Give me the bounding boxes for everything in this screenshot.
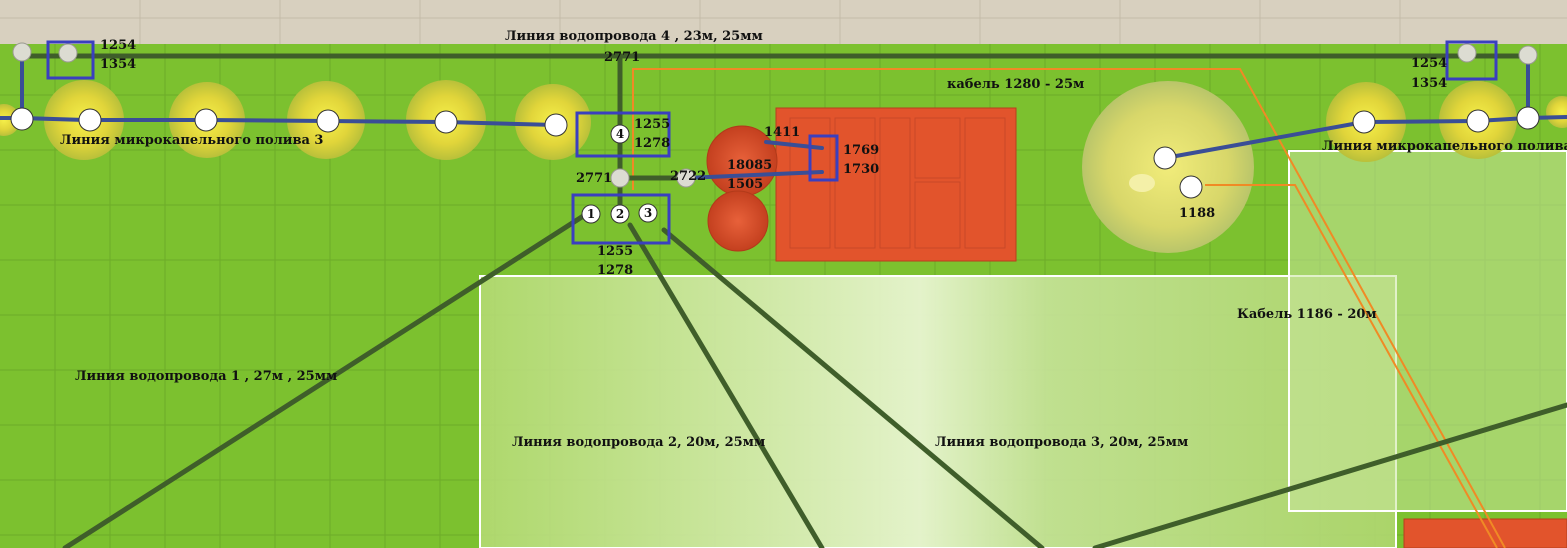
emitter xyxy=(10,107,34,131)
emitter xyxy=(1352,110,1376,134)
code-junction-mid: 2771 xyxy=(576,171,612,186)
valve-boxes xyxy=(46,40,1498,245)
paving-grid xyxy=(0,0,1567,44)
emitter xyxy=(194,108,218,132)
numbered-valves: 4 1 2 3 xyxy=(581,124,658,224)
code-right-node: 1188 xyxy=(1179,206,1215,221)
label-water-line-4: Линия водопровода 4 , 23м, 25мм xyxy=(505,29,763,44)
emitter xyxy=(316,109,340,133)
code-manifold-top: 1255 xyxy=(597,244,633,259)
emitter xyxy=(78,108,102,132)
code-bed-valve-top: 1769 xyxy=(843,143,879,158)
label-water-line-2: Линия водопровода 2, 20м, 25мм xyxy=(512,435,765,450)
label-water-line-3: Линия водопровода 3, 20м, 25мм xyxy=(935,435,1188,450)
code-stump-top: 1411 xyxy=(764,125,800,140)
code-stump-b: 1505 xyxy=(727,177,763,192)
valve-number-2: 2 xyxy=(616,207,624,221)
emitter xyxy=(1179,175,1203,199)
code-manifold-bottom: 1278 xyxy=(597,263,633,278)
emitter xyxy=(1466,109,1490,133)
code-right-valve-top: 1254 xyxy=(1411,56,1447,71)
label-drip-line-4: Линия микрокапельного полива 4 xyxy=(1322,139,1567,154)
brick-bed-corner xyxy=(1403,518,1567,548)
code-left-valve-bottom: 1354 xyxy=(100,57,136,72)
valve-number-1: 1 xyxy=(587,207,595,221)
junction-node xyxy=(1518,45,1538,65)
brick-bed xyxy=(775,107,1017,262)
code-right-valve-bottom: 1354 xyxy=(1411,76,1447,91)
code-stump-a: 18085 xyxy=(727,158,772,173)
label-water-line-1: Линия водопровода 1 , 27м , 25мм xyxy=(75,369,337,384)
junction-node xyxy=(610,168,630,188)
emitter xyxy=(1153,146,1177,170)
label-cable-1280: кабель 1280 - 25м xyxy=(947,77,1084,92)
pipe-junctions xyxy=(12,42,1538,188)
code-valve4-top: 1255 xyxy=(634,117,670,132)
emitter xyxy=(544,113,568,137)
valve-number-3: 3 xyxy=(644,206,652,220)
junction-node xyxy=(58,43,78,63)
junction-node xyxy=(676,168,696,188)
code-left-valve-top: 1254 xyxy=(100,38,136,53)
light-lawn-zone-right xyxy=(1288,150,1567,512)
shrub-highlight xyxy=(1129,174,1155,192)
label-cable-1186: Кабель 1186 - 20м xyxy=(1237,307,1377,322)
paving-strip xyxy=(0,0,1567,44)
code-bed-valve-bottom: 1730 xyxy=(843,162,879,177)
emitter xyxy=(434,110,458,134)
code-junction-right: 2722 xyxy=(670,169,706,184)
junction-node xyxy=(12,42,32,62)
drip-emitters xyxy=(10,106,1540,199)
shrub xyxy=(1546,96,1567,128)
cable-lines xyxy=(632,68,1506,548)
tree-stump xyxy=(707,190,769,252)
code-junction-top: 2771 xyxy=(604,50,640,65)
junction-node xyxy=(1457,43,1477,63)
label-drip-line-3: Линия микрокапельного полива 3 xyxy=(60,133,323,148)
emitter xyxy=(1516,106,1540,130)
valve-number-4: 4 xyxy=(616,127,624,141)
code-valve4-bottom: 1278 xyxy=(634,136,670,151)
